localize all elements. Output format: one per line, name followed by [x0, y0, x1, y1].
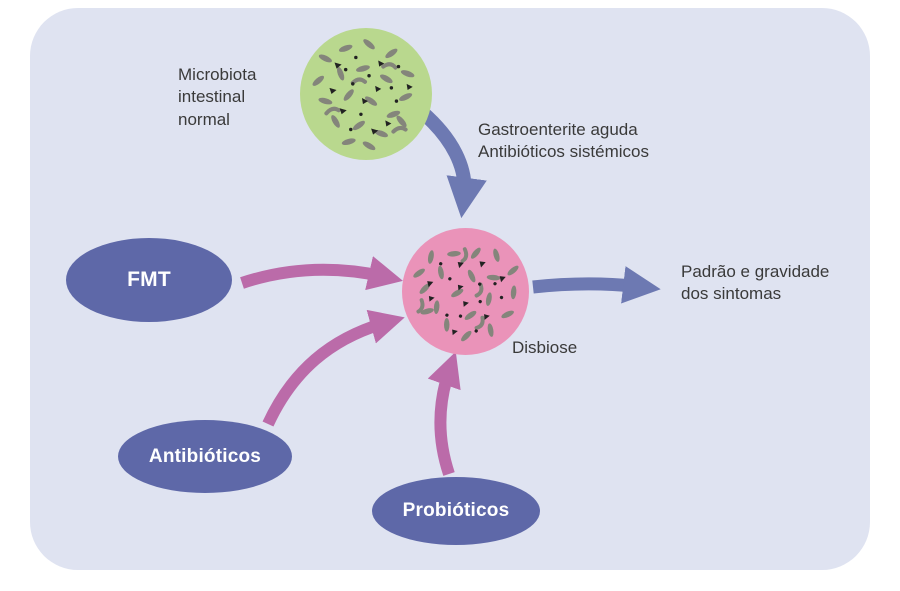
dysbiosis-circle — [402, 228, 529, 355]
probiotics-label: Probióticos — [402, 500, 510, 521]
fmt-label: FMT — [127, 268, 171, 291]
bacteria-illustration — [402, 228, 529, 355]
fmt-node: FMT — [66, 238, 232, 322]
cause-annotation: Gastroenterite aguda Antibióticos sistém… — [478, 120, 650, 162]
bacteria-illustration — [300, 28, 432, 160]
outcome-annotation: Padrão e gravidade dos sintomas — [681, 262, 830, 304]
probiotics-node: Probióticos — [372, 477, 540, 545]
antibiotics-label: Antibióticos — [148, 445, 262, 467]
antibiotics-node: Antibióticos — [118, 420, 292, 493]
normal-microbiota-label: Microbiota intestinal normal — [178, 65, 257, 129]
dysbiosis-label: Disbiose — [512, 338, 578, 357]
normal-microbiota-circle — [300, 28, 432, 160]
